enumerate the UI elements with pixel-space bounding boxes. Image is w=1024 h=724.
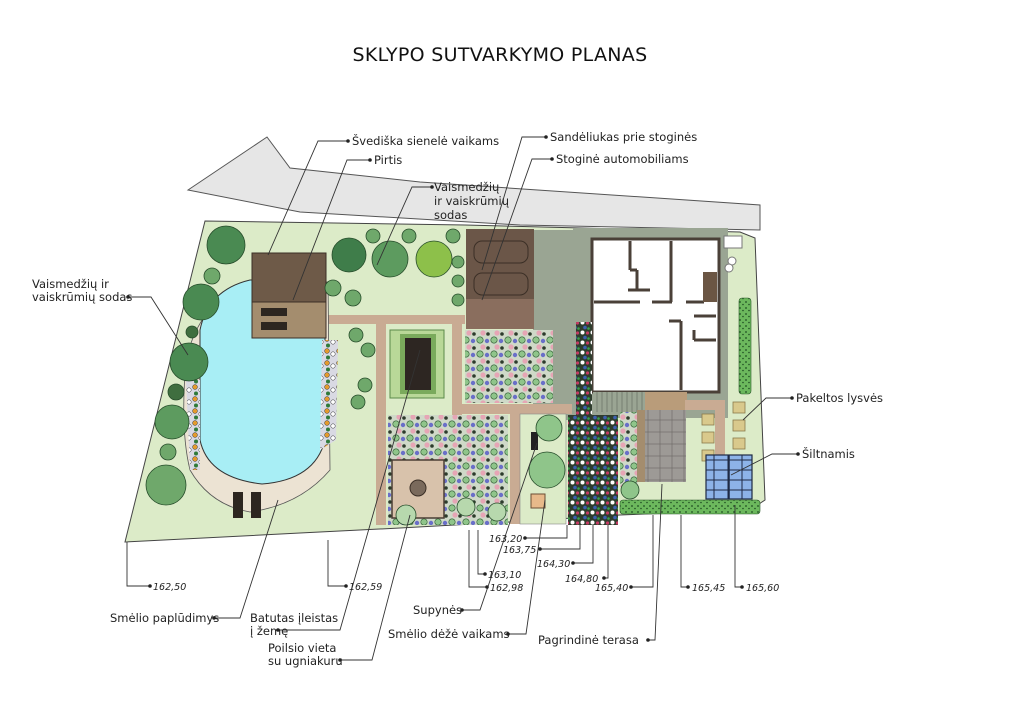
elevation-mark: 163,75 [503,545,536,556]
terrace-steps [593,392,645,412]
carport [466,229,534,299]
label-carport: Stoginė automobiliams [556,152,689,166]
swing [531,432,538,450]
hedge [738,297,752,395]
terrace-deck [645,392,687,410]
trees [145,225,640,526]
flower-bed [620,412,638,487]
elevation-mark: 163,20 [489,534,522,545]
fire-pit-icon [409,479,427,497]
elevation-mark: 162,59 [349,582,382,593]
flower-bed [568,415,618,525]
sun-lounger [251,492,261,518]
label-greenhouse: Šiltnamis [802,446,855,461]
mixed-bed [465,330,553,403]
label-swing: Supynės [413,603,462,617]
flower-bed [576,322,592,417]
leader-dots [126,135,800,662]
car-icon [473,240,529,296]
flower-border [186,380,200,470]
path [510,404,520,524]
elevation-mark: 165,45 [692,583,725,594]
bin [723,235,743,249]
sun-lounger [233,492,243,518]
label-trampoline: Batutas įleistas [250,611,338,625]
leader-lines [126,136,798,661]
house-stairs [703,272,717,302]
label-beach: Smėlio paplūdimys [110,611,219,625]
sauna-bench [261,308,287,316]
label-orchard-top: Vaismedžių [434,180,500,194]
sauna-roof [251,252,327,303]
hedge [619,499,761,515]
flower-border [320,340,338,450]
path [685,400,725,410]
path [325,315,465,324]
elevation-mark: 164,80 [565,574,598,585]
path [376,315,386,525]
label-raised-beds: Pakeltos lysvės [796,391,883,405]
house-interior-walls [594,241,716,390]
path [715,400,725,460]
label-terrace: Pagrindinė terasa [538,633,639,647]
elevation-mark: 163,10 [488,570,521,581]
label-fire-area: Poilsio vieta [268,641,336,655]
label-orchard-left: Vaismedžių ir [32,277,109,291]
label-sauna: Pirtis [374,153,402,167]
label-swedish-wall: Švediška sienelė vaikams [352,133,499,148]
trampoline [405,338,431,390]
bin [724,263,734,273]
label-orchard-top: ir vaiskrūmių [434,194,510,208]
label-orchard-top: sodas [434,208,467,222]
terrace-wood [637,410,645,482]
elevation-mark: 165,60 [746,583,779,594]
label-orchard-left: vaiskrūmių sodas [32,290,132,304]
label-sandbox: Smėlio dėžė vaikams [388,627,510,641]
elevation-mark: 162,98 [490,583,523,594]
label-fire-area: su ugniakuru [268,654,343,668]
label-trampoline: į žemę [250,624,288,638]
elevation-mark: 165,40 [595,583,628,594]
label-shed: Sandėliukas prie stoginės [550,130,697,144]
sandbox [530,493,546,509]
shed [466,299,534,329]
sauna-deck [251,301,327,339]
elevation-mark: 162,50 [153,582,186,593]
plan-title: SKLYPO SUTVARKYMO PLANAS [352,44,648,66]
sauna-bench [261,322,287,330]
road [186,136,761,231]
elevation-mark: 164,30 [537,559,570,570]
main-terrace [644,410,686,482]
